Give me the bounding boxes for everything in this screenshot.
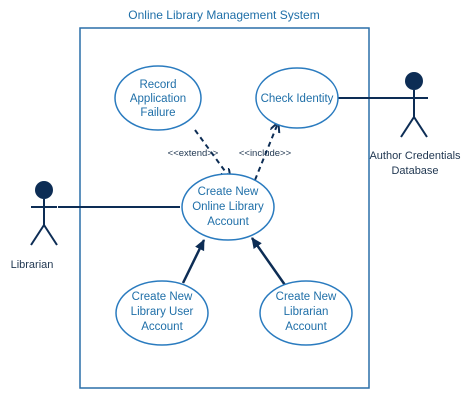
stick-figure-icon — [400, 72, 428, 138]
use-case-create-librarian-account[interactable]: Create New Librarian Account — [259, 280, 353, 346]
generalization-user-arrow — [181, 239, 206, 284]
stick-figure-icon — [30, 181, 58, 246]
use-case-label: Create New — [198, 186, 259, 198]
system-title: Online Library Management System — [128, 8, 319, 22]
actor-librarian[interactable]: Librarian — [11, 181, 58, 271]
use-case-label: Application — [130, 93, 186, 105]
use-case-create-online-library-account[interactable]: Create New Online Library Account — [181, 173, 275, 241]
use-case-record-application-failure[interactable]: Record Application Failure — [114, 65, 202, 131]
use-case-label: Account — [141, 321, 183, 333]
actor-label: Librarian — [11, 259, 54, 271]
use-case-label: Check Identity — [261, 93, 334, 105]
include-label: <<include>> — [239, 148, 292, 159]
actor-label: Database — [391, 165, 438, 177]
extend-arrow — [194, 129, 230, 178]
use-case-label: Create New — [276, 291, 337, 303]
use-case-create-library-user-account[interactable]: Create New Library User Account — [115, 280, 209, 346]
use-case-label: Failure — [140, 107, 175, 119]
actor-author-credentials-database[interactable]: Author Credentials Database — [369, 72, 461, 177]
use-case-label: Account — [285, 321, 327, 333]
use-case-label: Account — [207, 216, 249, 228]
use-case-label: Library User — [131, 306, 194, 318]
use-case-label: Record — [139, 79, 176, 91]
extend-label: <<extend>> — [168, 148, 219, 159]
use-case-label: Create New — [132, 291, 193, 303]
use-case-check-identity[interactable]: Check Identity — [255, 67, 339, 129]
generalization-librarian-arrow — [250, 237, 287, 286]
use-case-label: Online Library — [192, 201, 264, 213]
use-case-label: Librarian — [284, 306, 329, 318]
actor-label: Author Credentials — [369, 150, 461, 162]
include-arrow — [254, 123, 278, 181]
